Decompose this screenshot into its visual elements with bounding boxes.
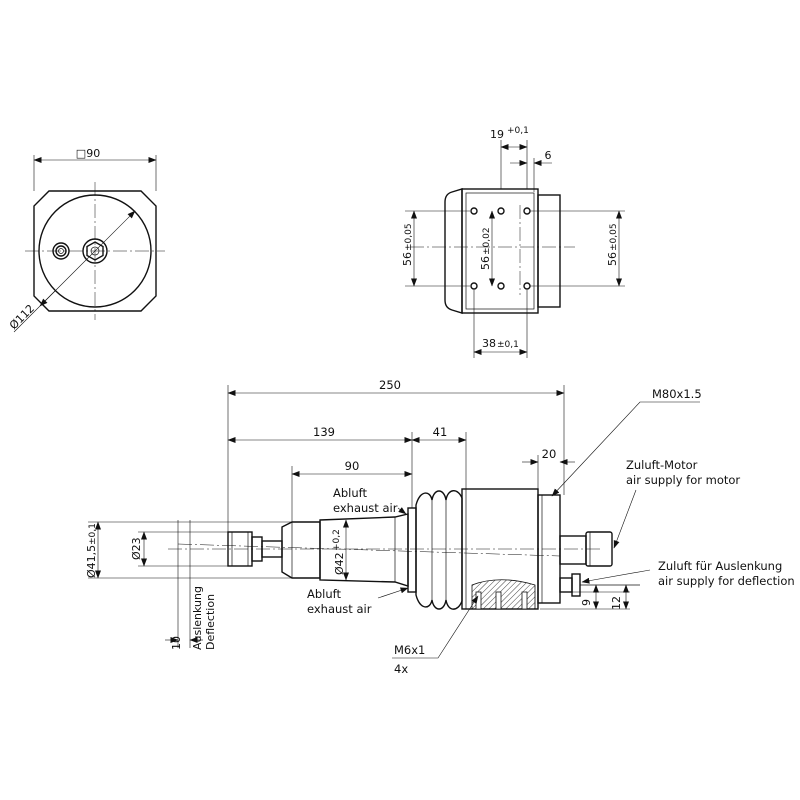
mounting-hole [470,282,478,290]
dim-line-diameter-112 [13,210,136,333]
rear-cap [444,188,463,314]
motor-air-en: air supply for motor [626,473,740,487]
exhaust-bottom-en: exhaust air [307,602,372,616]
mounting-holes [470,207,531,290]
exhaust-top-de: Abluft [333,486,367,500]
square-flange-outline [33,190,157,312]
mounting-hole [523,282,531,290]
dim-41: 41 [433,425,448,439]
deflection-fitting-base [559,577,573,593]
motor-air-connector [585,531,613,567]
small-fitting-outer [52,242,70,260]
small-fitting-bore [58,248,64,254]
thread-m6-count: 4x [394,662,408,676]
dim-250: 250 [379,378,401,392]
stud [475,591,482,610]
exhaust-bottom-de: Abluft [307,587,341,601]
deflection-value: 10 [170,636,183,650]
front-view: □90 Ø112 [7,147,165,333]
dim-41-5: Ø41,5 [85,545,98,578]
side-view: 19 +0,1 6 56 ±0,05 56 ±0,02 56 ±0,05 38 [401,126,625,358]
dim-6: 6 [545,149,552,162]
leader-exhaust-bottom [377,587,409,599]
dim-19: 19 [490,128,504,141]
center-fitting-bore [90,246,100,256]
dim-56-right: 56 [606,252,619,266]
dim-20: 20 [542,447,557,461]
dim-square-90: □90 [76,147,100,160]
dim-56-center: 56 [479,256,492,270]
leader-deflection-air [581,569,651,584]
mounting-hole [523,207,531,215]
deflection-air-en: air supply for deflection [658,574,795,588]
dim-90: 90 [345,459,360,473]
mounting-hole [497,207,505,215]
dim-56-right-tol: ±0,05 [609,223,619,251]
collet-nut [281,521,321,579]
deflection-de: Auslenkung [191,586,204,650]
motor-air-de: Zuluft-Motor [626,458,698,472]
front-flange [537,194,561,308]
dim-38: 38 [482,337,496,350]
dim-56-left-tol: ±0,05 [404,223,414,251]
dim-diameter-112: Ø112 [7,302,37,332]
deflection-air-de: Zuluft für Auslenkung [658,559,782,573]
main-view: 250 139 41 90 20 M80x1.5 Abluft exhaust … [85,378,795,676]
stud [521,591,528,610]
dim-9: 9 [580,599,593,606]
dim-42: Ø42 [333,552,346,575]
thread-m6: M6x1 [394,643,425,657]
deflection-fitting-nut [571,573,581,597]
dim-41-5-tol: ±0,1 [88,523,98,545]
mounting-hole [497,282,505,290]
housing-inner [465,192,535,310]
leader-exhaust-top [397,507,407,515]
dim-139: 139 [313,425,335,439]
center-fitting-outer [82,238,108,264]
sectioned-area [471,579,536,610]
center-fitting-hex [86,241,104,261]
dim-23: Ø23 [130,537,143,560]
dim-19-tol: +0,1 [507,126,529,136]
deflected-axis-line [177,543,561,557]
mounting-hole [470,207,478,215]
thread-m80: M80x1.5 [652,387,702,401]
dim-56-center-tol: ±0,02 [482,227,492,255]
exhaust-top-en: exhaust air [333,501,398,515]
dim-56-left: 56 [401,252,414,266]
bellows [415,490,463,610]
dim-42-tol: +0,2 [332,529,342,551]
housing-ring [407,507,417,593]
motor-air-fitting [559,535,587,565]
small-fitting-inner [55,245,67,257]
leader-m6 [392,595,479,659]
dim-38-tol: ±0,1 [497,340,519,350]
deflection-en: Deflection [204,594,217,650]
dim-12: 12 [610,596,623,610]
leader-motor-air [613,489,637,549]
dim-line-diameter-112-arrow [39,290,56,307]
leader-m80 [551,401,700,497]
stud [495,591,502,610]
